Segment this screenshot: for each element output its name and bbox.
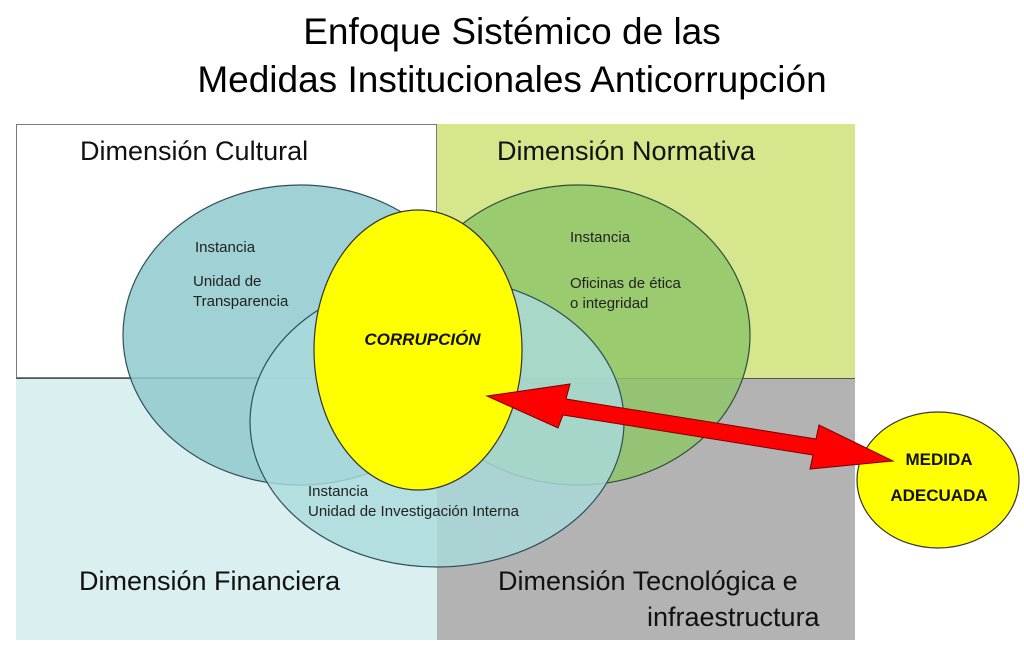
title-line-2: Medidas Institucionales Anticorrupción: [197, 59, 827, 100]
label-dimension-normativa: Dimensión Normativa: [497, 136, 756, 166]
corruption-label: CORRUPCIÓN: [364, 330, 481, 349]
instance-investigacion-line1: Unidad de Investigación Interna: [308, 503, 519, 520]
ellipse-corrupcion: [313, 209, 523, 491]
ellipse-medida: [856, 411, 1020, 549]
label-dimension-financiera: Dimensión Financiera: [79, 566, 341, 596]
instance-etica-line2: o integridad: [570, 295, 649, 312]
instance-transparencia-line2: Transparencia: [193, 293, 289, 310]
double-arrow: [485, 383, 895, 470]
instance-transparencia-line1: Unidad de: [193, 273, 262, 290]
label-dimension-cultural: Dimensión Cultural: [80, 136, 309, 166]
diagram-title: Enfoque Sistémico de las Medidas Institu…: [0, 8, 1024, 104]
measure-label: MEDIDA ADECUADA: [858, 442, 1020, 514]
measure-label-line2: ADECUADA: [890, 486, 988, 505]
instance-transparencia-heading: Instancia: [195, 239, 256, 256]
instance-etica-heading: Instancia: [570, 229, 631, 246]
instance-investigacion-heading: Instancia: [308, 483, 369, 500]
instance-etica-line1: Oficinas de ética: [570, 275, 681, 292]
label-dimension-tecnologica-2: infraestructura: [647, 602, 820, 632]
title-line-1: Enfoque Sistémico de las: [303, 11, 721, 52]
label-dimension-tecnologica-1: Dimensión Tecnológica e: [498, 566, 798, 596]
measure-label-line1: MEDIDA: [905, 450, 973, 469]
